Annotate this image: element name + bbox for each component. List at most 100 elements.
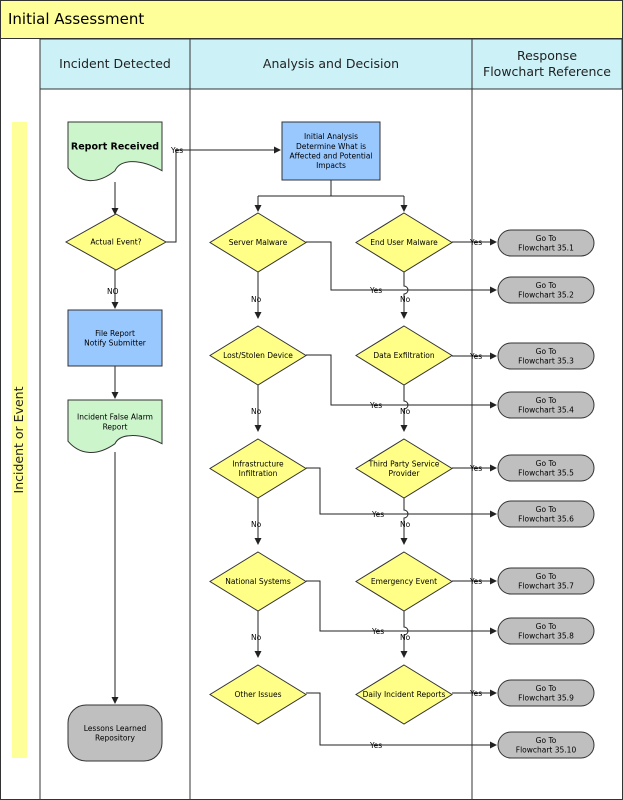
edge-server-malware-yes bbox=[306, 241, 497, 294]
edge-label-emergency-event-no: No bbox=[400, 633, 411, 642]
edge-label-actual-event-no: NO bbox=[107, 287, 119, 296]
node-label-goto-35-4: Go To bbox=[536, 396, 557, 405]
edge-label-server-malware-yes: Yes bbox=[369, 286, 382, 295]
node-label-goto-35-9: Go To bbox=[536, 684, 557, 693]
node-label-goto-35-2: Flowchart 35.2 bbox=[518, 290, 574, 299]
node-label-initial-analysis: Initial Analysis bbox=[304, 132, 358, 141]
edge-other-issues-yes bbox=[306, 692, 497, 749]
node-label-actual-event: Actual Event? bbox=[90, 238, 141, 247]
edge-label-infrastructure-yes: Yes bbox=[371, 510, 384, 519]
node-label-goto-35-6: Flowchart 35.6 bbox=[518, 514, 574, 523]
node-label-goto-35-7: Go To bbox=[536, 572, 557, 581]
node-shape-goto-35-4 bbox=[497, 391, 595, 419]
node-label-lessons-learned: Repository bbox=[95, 733, 135, 742]
node-shape-false-alarm bbox=[67, 399, 163, 453]
node-shape-server-malware bbox=[209, 212, 307, 273]
node-label-goto-35-7: Flowchart 35.7 bbox=[518, 581, 574, 590]
node-national-systems: National Systems bbox=[209, 551, 307, 612]
node-label-national-systems: National Systems bbox=[225, 577, 291, 586]
node-label-goto-35-9: Flowchart 35.9 bbox=[518, 693, 574, 702]
edge-infrastructure-yes bbox=[306, 467, 497, 518]
title-bar bbox=[0, 0, 623, 39]
edge-label-data-exfiltration-no: No bbox=[400, 407, 411, 416]
node-label-lost-stolen: Lost/Stolen Device bbox=[223, 351, 293, 360]
node-label-goto-35-2: Go To bbox=[536, 281, 557, 290]
edge-actual-event-to-initial-analysis bbox=[165, 146, 281, 243]
node-shape-daily-reports bbox=[355, 664, 453, 725]
node-report-received: Report Received bbox=[67, 121, 163, 181]
edge-label-third-party-yes: Yes bbox=[469, 464, 482, 473]
node-shape-goto-35-8 bbox=[497, 617, 595, 645]
node-label-goto-35-1: Flowchart 35.1 bbox=[518, 243, 574, 252]
edge-label-daily-reports-yes: Yes bbox=[469, 689, 482, 698]
node-label-report-received: Report Received bbox=[71, 142, 159, 153]
node-lost-stolen: Lost/Stolen Device bbox=[209, 325, 307, 386]
node-label-other-issues: Other Issues bbox=[235, 690, 282, 699]
node-label-emergency-event: Emergency Event bbox=[371, 577, 437, 586]
edge-label-third-party-no: No bbox=[400, 520, 411, 529]
node-label-goto-35-5: Flowchart 35.5 bbox=[518, 468, 574, 477]
node-server-malware: Server Malware bbox=[209, 212, 307, 273]
node-shape-end-user-malware bbox=[355, 212, 453, 273]
node-shape-goto-35-9 bbox=[497, 679, 595, 707]
node-shape-lost-stolen bbox=[209, 325, 307, 386]
edge-label-lost-stolen-no: No bbox=[251, 407, 262, 416]
column-label-response-line-2: Flowchart Reference bbox=[483, 64, 611, 79]
node-daily-reports: Daily Incident Reports bbox=[355, 664, 453, 725]
node-label-initial-analysis: Determine What is bbox=[296, 142, 366, 151]
edge-label-data-exfiltration-yes: Yes bbox=[469, 352, 482, 361]
node-label-goto-35-1: Go To bbox=[536, 234, 557, 243]
node-shape-file-report bbox=[67, 309, 163, 367]
node-shape-goto-35-3 bbox=[497, 342, 595, 370]
node-label-false-alarm: Report bbox=[103, 422, 128, 431]
node-label-third-party: Provider bbox=[389, 469, 421, 478]
node-end-user-malware: End User Malware bbox=[355, 212, 453, 273]
node-label-goto-35-3: Flowchart 35.3 bbox=[518, 356, 574, 365]
node-label-goto-35-6: Go To bbox=[536, 505, 557, 514]
node-label-goto-35-10: Flowchart 35.10 bbox=[516, 745, 577, 754]
node-shape-national-systems bbox=[209, 551, 307, 612]
column-label-analysis-decision: Analysis and Decision bbox=[263, 56, 399, 71]
node-label-goto-35-3: Go To bbox=[536, 347, 557, 356]
column-header-response-reference bbox=[471, 38, 623, 90]
node-shape-goto-35-2 bbox=[497, 276, 595, 304]
column-label-response-line-1: Response bbox=[517, 48, 577, 63]
lane-label-box bbox=[12, 122, 27, 758]
edge-labels: Yes NO Yes Yes No No Yes Yes No No Yes Y… bbox=[107, 146, 482, 750]
edge-label-national-systems-no: No bbox=[251, 633, 262, 642]
node-emergency-event: Emergency Event bbox=[355, 551, 453, 612]
node-label-infrastructure: Infiltration bbox=[239, 469, 278, 478]
edge-label-server-malware-no: No bbox=[251, 295, 262, 304]
diagram-title: Initial Assessment bbox=[8, 10, 144, 28]
node-label-goto-35-8: Flowchart 35.8 bbox=[518, 631, 574, 640]
node-shape-data-exfiltration bbox=[355, 325, 453, 386]
node-label-goto-35-8: Go To bbox=[536, 622, 557, 631]
connector-lines bbox=[111, 146, 497, 749]
node-label-infrastructure: Infrastructure bbox=[232, 459, 284, 468]
node-shape-actual-event bbox=[64, 213, 168, 271]
node-label-initial-analysis: Affected and Potential bbox=[289, 151, 372, 160]
node-shape-goto-35-1 bbox=[497, 229, 595, 257]
edge-label-actual-event-yes: Yes bbox=[170, 146, 183, 155]
edge-analysis-to-server-malware bbox=[258, 195, 404, 211]
edge-label-lost-stolen-yes: Yes bbox=[369, 401, 382, 410]
edge-lost-stolen-yes bbox=[306, 354, 497, 409]
lane-label: Incident or Event bbox=[11, 386, 26, 493]
edge-national-systems-yes bbox=[306, 580, 497, 635]
node-label-daily-reports: Daily Incident Reports bbox=[363, 690, 446, 699]
node-label-lessons-learned: Lessons Learned bbox=[84, 724, 147, 733]
edge-label-end-user-malware-yes: Yes bbox=[469, 238, 482, 247]
edge-label-infrastructure-no: No bbox=[251, 520, 262, 529]
